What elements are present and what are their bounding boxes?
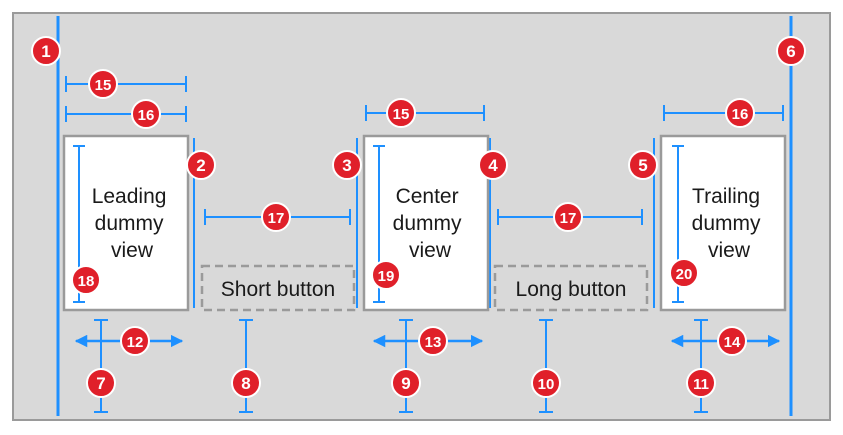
badge-14: 14 (724, 334, 741, 351)
leading-view-label: Leading dummy view (92, 185, 173, 262)
badge-9: 9 (401, 374, 410, 393)
badge-5: 5 (638, 156, 647, 175)
badge-4-circle (478, 150, 508, 180)
badge-9-circle (391, 368, 421, 398)
long-button[interactable] (493, 264, 649, 312)
badge-1: 1 (41, 42, 50, 61)
badge-20: 20 (676, 266, 693, 283)
badge-19: 19 (378, 268, 395, 285)
badge-8: 8 (241, 374, 250, 393)
badge-17-circle (261, 202, 291, 232)
trailing-view-label: Trailing dummy view (692, 185, 767, 262)
badge-1-circle (31, 36, 61, 66)
badge-6-circle (776, 36, 806, 66)
badge-16: 16 (732, 106, 749, 123)
badge-4: 4 (488, 156, 498, 175)
badge-16: 16 (138, 107, 155, 124)
badge-10: 10 (538, 376, 555, 393)
badge-2: 2 (196, 156, 205, 175)
center-view-label: Center dummy view (393, 185, 468, 262)
badge-13: 13 (425, 334, 442, 351)
badge-7: 7 (96, 374, 105, 393)
width-bracket-leading-16 (65, 106, 187, 122)
badge-3: 3 (342, 156, 351, 175)
badge-19-circle (371, 260, 401, 290)
width-bracket-trailing-16 (663, 105, 784, 121)
badge-16-circle (131, 99, 161, 129)
badge-16-circle (725, 98, 755, 128)
badge-12: 12 (127, 334, 144, 351)
short-button[interactable] (200, 264, 356, 312)
badge-8-circle (231, 368, 261, 398)
badge-10-circle (531, 368, 561, 398)
badge-3-circle (332, 150, 362, 180)
badge-13-circle (418, 326, 448, 356)
width-bracket-center-15 (365, 105, 485, 121)
badge-20-circle (669, 258, 699, 288)
long-button-label: Long button (516, 278, 627, 301)
badge-15-circle (386, 98, 416, 128)
width-bracket-leading-15 (65, 76, 187, 92)
badge-17-circle (553, 202, 583, 232)
badge-12-circle (120, 326, 150, 356)
badge-15: 15 (393, 106, 410, 123)
badge-15-circle (88, 69, 118, 99)
badge-17: 17 (560, 210, 577, 227)
badge-18-circle (71, 265, 101, 295)
badge-14-circle (717, 326, 747, 356)
badge-7-circle (86, 368, 116, 398)
badge-2-circle (186, 150, 216, 180)
badge-18: 18 (78, 273, 95, 290)
badge-17: 17 (268, 210, 285, 227)
badge-6: 6 (786, 42, 795, 61)
badge-11: 11 (693, 376, 709, 393)
badge-15: 15 (95, 77, 112, 94)
badge-11-circle (686, 368, 716, 398)
badge-5-circle (628, 150, 658, 180)
short-button-label: Short button (221, 278, 335, 301)
